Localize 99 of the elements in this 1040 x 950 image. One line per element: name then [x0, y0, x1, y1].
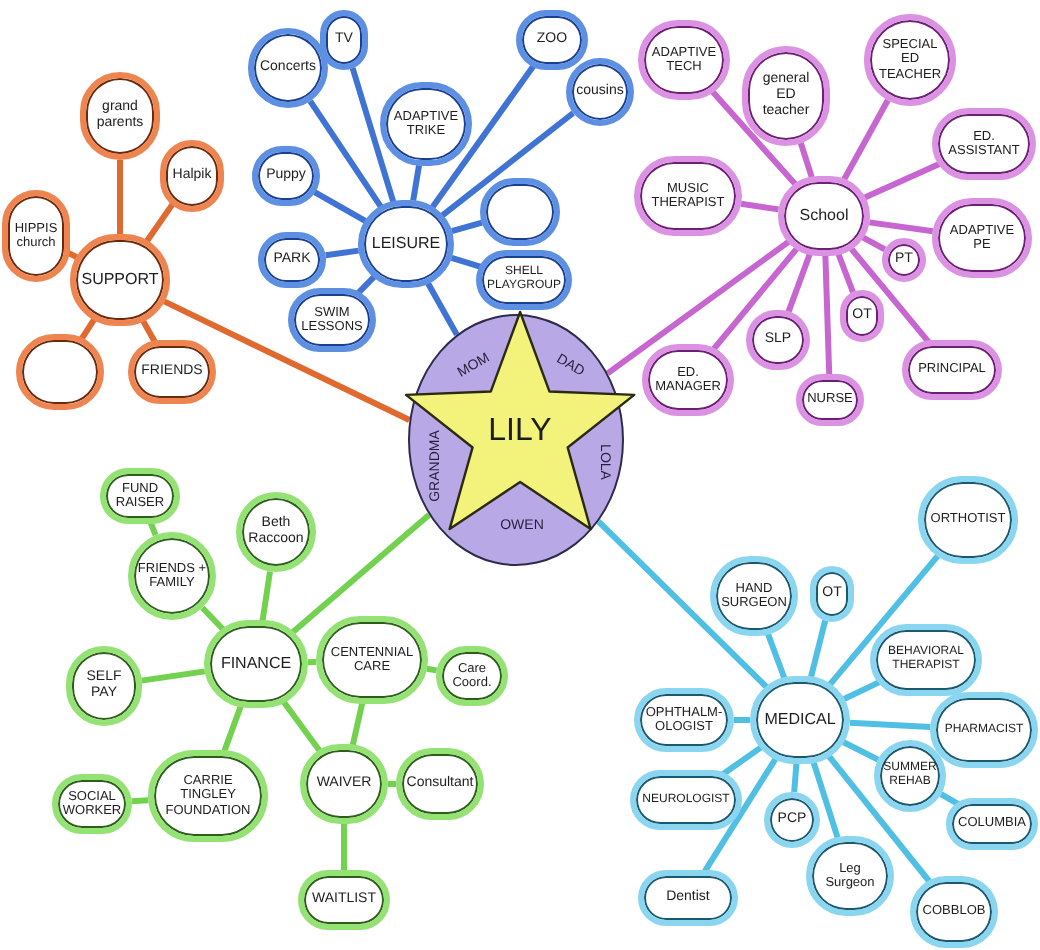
bubble [320, 10, 368, 70]
bubble [742, 46, 830, 146]
connector-line [117, 160, 123, 234]
bubble [300, 744, 388, 824]
connector-line [842, 678, 883, 702]
bubble [796, 374, 864, 426]
bubble [128, 340, 216, 404]
connector-line [808, 619, 829, 678]
connector-line [388, 781, 396, 787]
bubble [864, 14, 956, 106]
connector-line [307, 659, 317, 666]
bubble [870, 624, 982, 696]
bubble [902, 340, 1002, 400]
topic-label: MEDICAL [764, 711, 836, 729]
topic-label: SUPPORT [81, 271, 159, 289]
connector-line [849, 719, 931, 730]
bubble [710, 556, 798, 636]
connector-line [835, 252, 856, 294]
bubble [100, 468, 180, 524]
connector-line [848, 246, 932, 346]
bubble [258, 232, 326, 288]
connector-line [827, 553, 941, 687]
bubble [80, 72, 160, 160]
topic-bubble [778, 176, 870, 256]
bubble [932, 198, 1032, 278]
bubble [764, 792, 820, 848]
bubble [252, 146, 320, 206]
connector-line [162, 298, 411, 423]
bubble [436, 646, 508, 706]
topic-bubble [70, 234, 170, 326]
bubble [806, 836, 894, 916]
bubble [810, 566, 854, 622]
connector-line [710, 89, 798, 187]
empty-bubble [16, 334, 104, 410]
bubble [630, 770, 742, 830]
connector-line [605, 239, 791, 376]
bubble [634, 688, 734, 752]
bubble [910, 876, 998, 948]
bubble [566, 58, 634, 126]
empty-bubble [480, 178, 560, 246]
topic-label: School [799, 207, 849, 225]
bubble [946, 798, 1038, 850]
connector-line [596, 519, 769, 690]
bubble [248, 28, 328, 108]
bubble [380, 82, 472, 166]
bubble [160, 140, 224, 212]
connector-line [341, 824, 347, 870]
bubble [638, 20, 730, 100]
connector-line [861, 234, 887, 253]
connector-line [869, 219, 934, 235]
connector-line [734, 717, 750, 723]
connector-line [740, 200, 780, 213]
bubble [874, 740, 946, 812]
connector-line [440, 110, 576, 218]
connector-line [410, 165, 422, 202]
connector-line [349, 67, 397, 203]
connector-line [797, 142, 815, 179]
star-shape [405, 312, 635, 530]
connector-line [791, 763, 800, 793]
connector-line [325, 247, 359, 259]
connector-line [313, 189, 367, 224]
bubble [638, 870, 738, 926]
bubble [932, 108, 1036, 180]
bubble [840, 290, 884, 342]
connector-line [221, 704, 244, 753]
connector-line [451, 219, 483, 235]
topic-label: LEISURE [371, 235, 441, 253]
connector-line [141, 668, 206, 684]
bubble [66, 646, 142, 726]
star-label: LILY [488, 416, 552, 448]
bubble [52, 774, 132, 834]
bubble [128, 532, 216, 620]
bubble [316, 616, 428, 704]
connector-line [810, 761, 841, 839]
topic-bubble [750, 676, 850, 764]
bubble [288, 288, 376, 352]
bubble [298, 870, 390, 930]
connector-line [349, 702, 366, 746]
bubble [476, 250, 572, 310]
bubble [882, 238, 926, 282]
bubble [236, 492, 316, 572]
connector-line [290, 512, 432, 635]
connector-line [131, 797, 149, 805]
bubble [642, 344, 734, 416]
bubble [918, 476, 1018, 564]
bubble [396, 748, 484, 820]
topic-bubble [358, 200, 454, 288]
connector-line [822, 255, 833, 375]
bubble [746, 310, 810, 370]
connector-line [200, 605, 226, 632]
connector-line [259, 571, 273, 621]
bubble [634, 156, 742, 236]
bubble [516, 10, 588, 70]
topic-label: FINANCE [220, 655, 292, 673]
bubble [148, 750, 268, 842]
bubble [2, 190, 70, 282]
connector-line [765, 632, 788, 680]
topic-bubble [204, 620, 308, 708]
connector-line [785, 252, 813, 313]
